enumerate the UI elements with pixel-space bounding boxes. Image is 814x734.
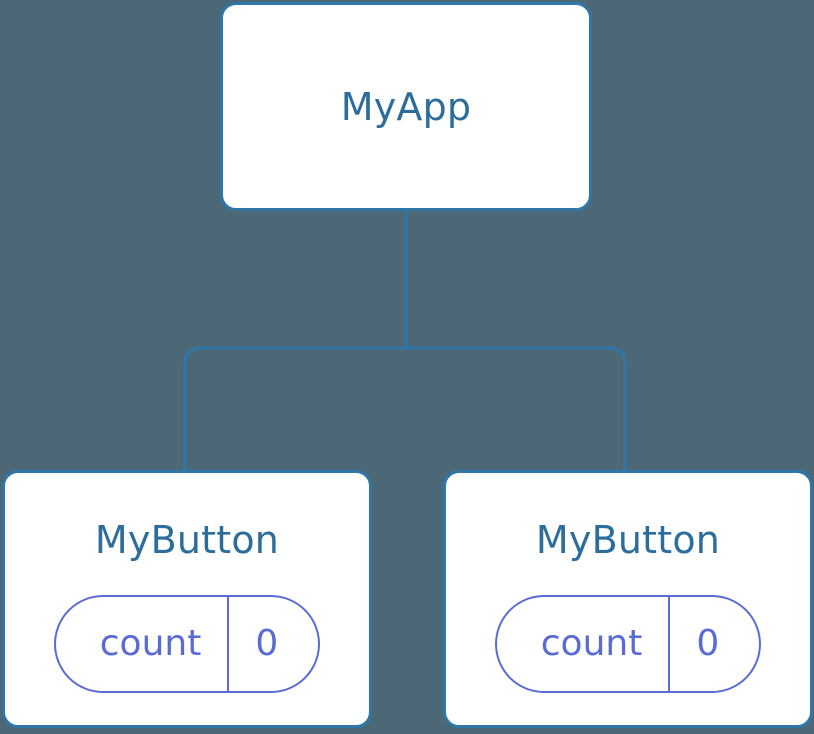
connector-branch-right (406, 346, 627, 471)
node-myapp[interactable]: MyApp (220, 2, 592, 211)
state-pill-value-1: 0 (255, 623, 279, 664)
state-pill-key-1: count (99, 623, 202, 664)
node-mybutton-2-label: MyButton (535, 518, 721, 562)
state-pill-divider-2 (668, 597, 671, 691)
node-mybutton-1[interactable]: MyButton count 0 (2, 470, 372, 728)
state-pill-key-2: count (540, 623, 643, 664)
node-mybutton-1-label: MyButton (94, 518, 280, 562)
state-pill-count-2[interactable]: count 0 (494, 595, 762, 693)
connector-branch-left (183, 346, 406, 471)
state-pill-count-1[interactable]: count 0 (53, 595, 321, 693)
state-pill-value-2: 0 (696, 623, 720, 664)
node-myapp-label: MyApp (340, 84, 472, 129)
state-pill-divider-1 (227, 597, 230, 691)
node-mybutton-2[interactable]: MyButton count 0 (443, 470, 813, 728)
